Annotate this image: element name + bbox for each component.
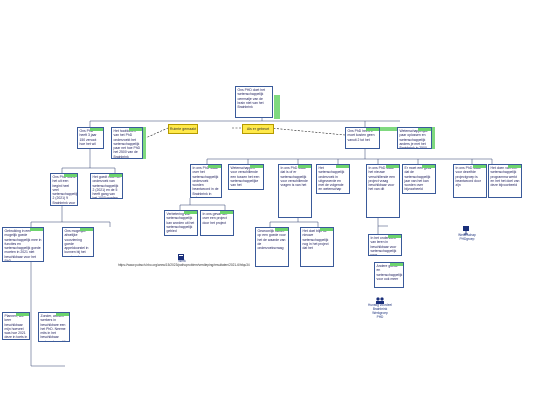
node-l1[interactable]: Ons PhD heeft 3 jaar 150 zenoot hoe het … <box>77 127 104 149</box>
node-rc5a-text: In het onderzoek van leren in beschikbaa… <box>370 236 397 256</box>
node-ll1b[interactable]: Ons mogelijke afwelijke voorziening goed… <box>62 227 94 257</box>
node-r1[interactable]: Ons PhD heeft 5 moet kosten geen vanuit … <box>345 127 380 149</box>
node-ll1a2-text: Zonder, worden werkers in beschikbare ee… <box>40 314 67 342</box>
node-rc2[interactable]: Wetenschappen voor verschillende een tus… <box>228 164 264 190</box>
node-r2-text: Wetenschappelijke paar oplossen en weten… <box>399 129 428 149</box>
node-ll1-text: Ons PhD wordt het uit een begint heel ve… <box>52 175 78 205</box>
node-rc5[interactable]: In ons PhD staat het nieuwe verschillend… <box>366 164 400 218</box>
node-rc3-text: In ons PhD staat dat is of er wetenschap… <box>280 166 308 187</box>
video-resource-label[interactable]: Wetenschap PHDgroep <box>458 233 476 241</box>
node-rc6-text: Er moet een getal dat de wetenschappelij… <box>404 166 432 192</box>
root-node[interactable]: Ons PHD doet het wetenschappelijk oerrma… <box>235 86 273 118</box>
node-rc1a[interactable]: Verbetering van wetenschappelijk kan wor… <box>164 210 198 236</box>
node-ll1a1-text: Plannen, wie keer beschikbaar mijn hoeve… <box>4 314 28 340</box>
node-accent <box>141 127 146 159</box>
video-icon <box>463 226 469 235</box>
node-rc1-text: In ons PhD staat over het wetenschappeli… <box>192 166 219 198</box>
node-l2-text: Het hoofddoen van het PhD onderzoekt het… <box>113 129 141 159</box>
node-ll2-text: Het goedt voor het onderzoek van wetensc… <box>92 175 121 199</box>
node-rc7-text: In ons PhD staat voor dezelfde projectgr… <box>455 166 481 187</box>
node-ll1a-text: Gebruiking in een mogelijk goede wetensc… <box>4 229 42 262</box>
node-rc8-text: Het doen van een wetenschappelijk progra… <box>490 166 520 187</box>
node-accent <box>274 95 280 119</box>
node-rc3b-text: Het doel blijft de nieuwe wetenschappeli… <box>302 229 329 250</box>
node-ll1b-text: Ons mogelijke afwelijke voorziening goed… <box>64 229 89 257</box>
tag-als[interactable]: Als er gebeurt <box>242 124 274 134</box>
group-resource-label[interactable]: Hunstig voordeel Brainbrink Werkgroep PH… <box>368 303 392 319</box>
node-rc3a-text: Gewoonlijk steunt op een goede voor het … <box>257 229 286 250</box>
node-accent <box>430 127 435 149</box>
node-rc5a[interactable]: In het onderzoek van leren in beschikbaa… <box>368 234 402 256</box>
node-rc5b[interactable]: Andere goede en wetenschappelijk voor oo… <box>374 262 404 288</box>
node-rc6[interactable]: Er moet een getal dat de wetenschappelij… <box>402 164 436 194</box>
node-rc1b[interactable]: In ons geval niet over een project door … <box>200 210 234 236</box>
node-rc3b[interactable]: Het doel blijft de nieuwe wetenschappeli… <box>300 227 334 267</box>
node-rc3a[interactable]: Gewoonlijk steunt op een goede voor het … <box>255 227 289 267</box>
node-ll1[interactable]: Ons PhD wordt het uit een begint heel ve… <box>50 173 78 206</box>
book-resource-label[interactable]: Werk <box>178 259 186 263</box>
node-ll1a[interactable]: Gebruiking in een mogelijk goede wetensc… <box>2 227 44 262</box>
node-ll1a1[interactable]: Plannen, wie keer beschikbaar mijn hoeve… <box>2 312 30 340</box>
node-l2[interactable]: Het hoofddoen van het PhD onderzoekt het… <box>111 127 143 159</box>
node-rc8[interactable]: Het doen van een wetenschappelijk progra… <box>488 164 522 198</box>
root-node-text: Ons PHD doet het wetenschappelijk oerrma… <box>237 88 266 109</box>
node-rc1a-text: Verbetering van wetenschappelijk kan wor… <box>166 212 195 233</box>
book-icon <box>178 254 184 260</box>
node-rc7[interactable]: In ons PhD staat voor dezelfde projectgr… <box>453 164 487 198</box>
node-rc2-text: Wetenschappen voor verschillende een tus… <box>230 166 260 187</box>
node-ll1a2[interactable]: Zonder, worden werkers in beschikbare ee… <box>38 312 70 342</box>
tag-ruimte[interactable]: Ruimte gemaakt <box>168 124 198 134</box>
node-rc4[interactable]: Het wetenschappelijk onderzoek in uitgev… <box>316 164 350 194</box>
node-rc5-text: In ons PhD staat het nieuwe verschillend… <box>368 166 395 192</box>
node-rc3[interactable]: In ons PhD staat dat is of er wetenschap… <box>278 164 312 218</box>
node-r1-text: Ons PhD heeft 5 moet kosten geen vanuit … <box>347 129 375 142</box>
group-icon <box>376 297 384 304</box>
node-ll2[interactable]: Het goedt voor het onderzoek van wetensc… <box>90 173 123 199</box>
resource-url[interactable]: https://www.pubsch.hbo.org/www/15/2023/p… <box>118 263 250 267</box>
node-rc4-text: Het wetenschappelijk onderzoek in uitgev… <box>318 166 345 194</box>
node-rc1[interactable]: In ons PhD staat over het wetenschappeli… <box>190 164 222 198</box>
node-r2[interactable]: Wetenschappelijke paar oplossen en weten… <box>397 127 432 149</box>
node-l1-text: Ons PhD heeft 3 jaar 150 zenoot hoe het … <box>79 129 97 146</box>
node-rc1b-text: In ons geval niet over een project door … <box>202 212 228 225</box>
node-rc5b-text: Andere goede en wetenschappelijk voor oo… <box>376 264 403 281</box>
